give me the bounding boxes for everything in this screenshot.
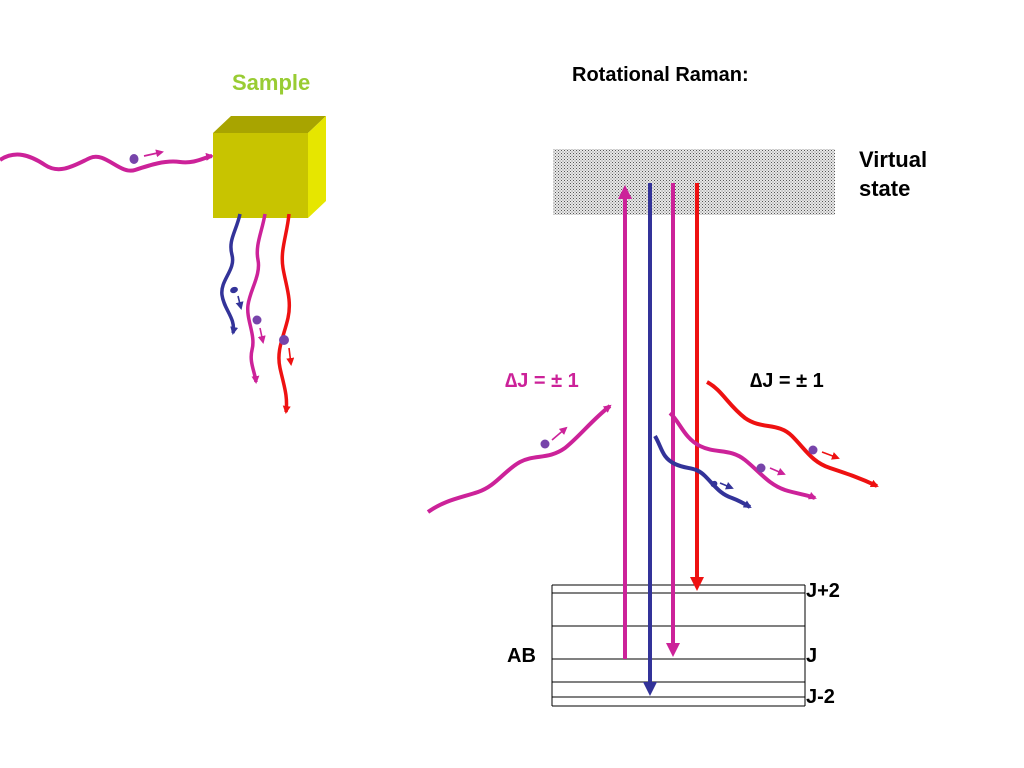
sample-label: Sample bbox=[232, 70, 311, 95]
outgoing-antistokes-wave bbox=[653, 434, 752, 509]
photon-dot bbox=[129, 154, 139, 164]
incoming-photon-wave bbox=[426, 404, 612, 514]
photon-direction-arrow bbox=[235, 295, 244, 310]
incident-light-wave bbox=[0, 152, 214, 173]
sample-group bbox=[0, 116, 326, 414]
photon-dot bbox=[279, 335, 289, 345]
photon-direction-arrow bbox=[286, 347, 295, 366]
sample-cube-side bbox=[308, 116, 326, 218]
photon-dot bbox=[252, 315, 262, 325]
antistokes-scattered-wave bbox=[220, 213, 242, 335]
photon-direction-arrow bbox=[719, 482, 734, 490]
level-label-j-minus-2: J-2 bbox=[806, 686, 835, 708]
sample-cube-top bbox=[213, 116, 326, 133]
energy-levels bbox=[551, 584, 806, 707]
sample-cube-front bbox=[213, 133, 308, 218]
virtual-state-band bbox=[553, 149, 835, 215]
stokes-scattered-wave bbox=[277, 213, 292, 414]
virtual-state-label: Virtual state bbox=[859, 147, 928, 201]
energy-diagram bbox=[426, 149, 879, 707]
photon-direction-arrow bbox=[769, 467, 786, 476]
selection-rule-left: ∆J = ± 1 bbox=[505, 370, 579, 392]
molecule-label: AB bbox=[507, 645, 536, 667]
rayleigh-scattered-wave bbox=[246, 213, 267, 384]
photon-direction-arrow bbox=[143, 149, 164, 158]
photon-direction-arrow bbox=[551, 426, 568, 441]
level-label-j-plus-2: J+2 bbox=[806, 580, 840, 602]
selection-rule-right: ∆J = ± 1 bbox=[750, 370, 824, 392]
photon-dot bbox=[230, 286, 238, 294]
level-label-j: J bbox=[806, 645, 818, 667]
outgoing-stokes-wave bbox=[705, 380, 879, 488]
photon-direction-arrow bbox=[821, 451, 840, 460]
diagram-title: Rotational Raman: bbox=[572, 64, 749, 86]
photon-dot bbox=[540, 439, 550, 449]
outgoing-rayleigh-wave bbox=[668, 411, 817, 500]
photon-dot bbox=[808, 445, 818, 455]
photon-dot bbox=[710, 480, 718, 488]
photon-direction-arrow bbox=[257, 327, 266, 344]
photon-dot bbox=[756, 463, 766, 473]
